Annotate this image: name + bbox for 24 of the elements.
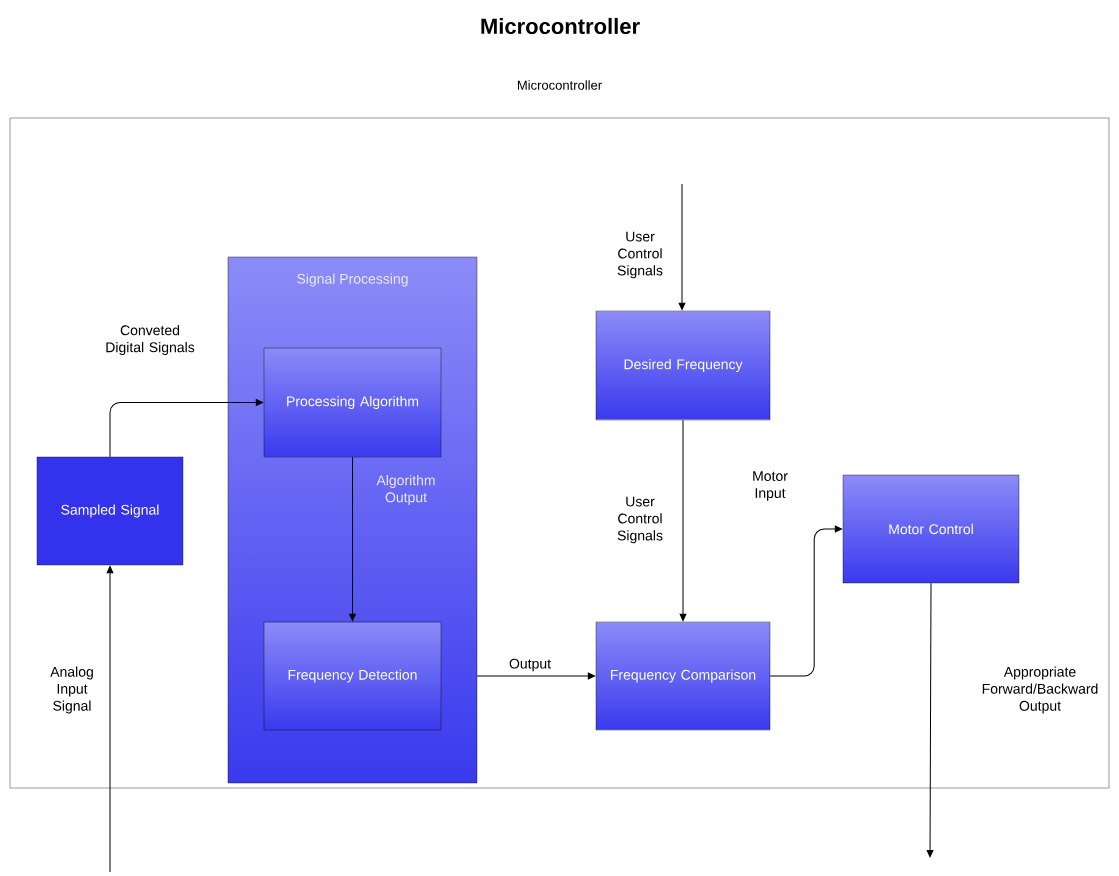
process-box: Processing Algorithm [263,347,442,458]
process-box: Frequency Comparison [595,621,771,731]
edge-label: User Control Signals [617,231,663,279]
arrow [109,399,264,458]
edge-label: Output [509,658,551,672]
node-label: Microcontroller [517,80,602,90]
edge-label: Analog Input Signal [50,666,93,714]
arrow [349,456,356,622]
arrow [678,183,686,311]
arrow [679,419,687,622]
arrow [926,582,934,858]
edge-label: Conveted Digital Signals [106,325,195,356]
edge-label: Appropriate Forward/Backward Output [982,666,1098,714]
arrow [476,672,596,680]
arrow [106,565,114,873]
edge-label: Motor Input [753,471,788,501]
process-box: Frequency Detection [263,621,442,731]
process-box: Motor Control [842,474,1020,584]
title: Microcontroller [481,17,640,35]
process-box: Sampled Signal [36,456,184,566]
edge-label: User Control Signals [617,496,663,544]
arrow [769,525,843,677]
process-box: Desired Frequency [595,310,771,421]
edge-label: Algorithm Output [376,475,435,506]
